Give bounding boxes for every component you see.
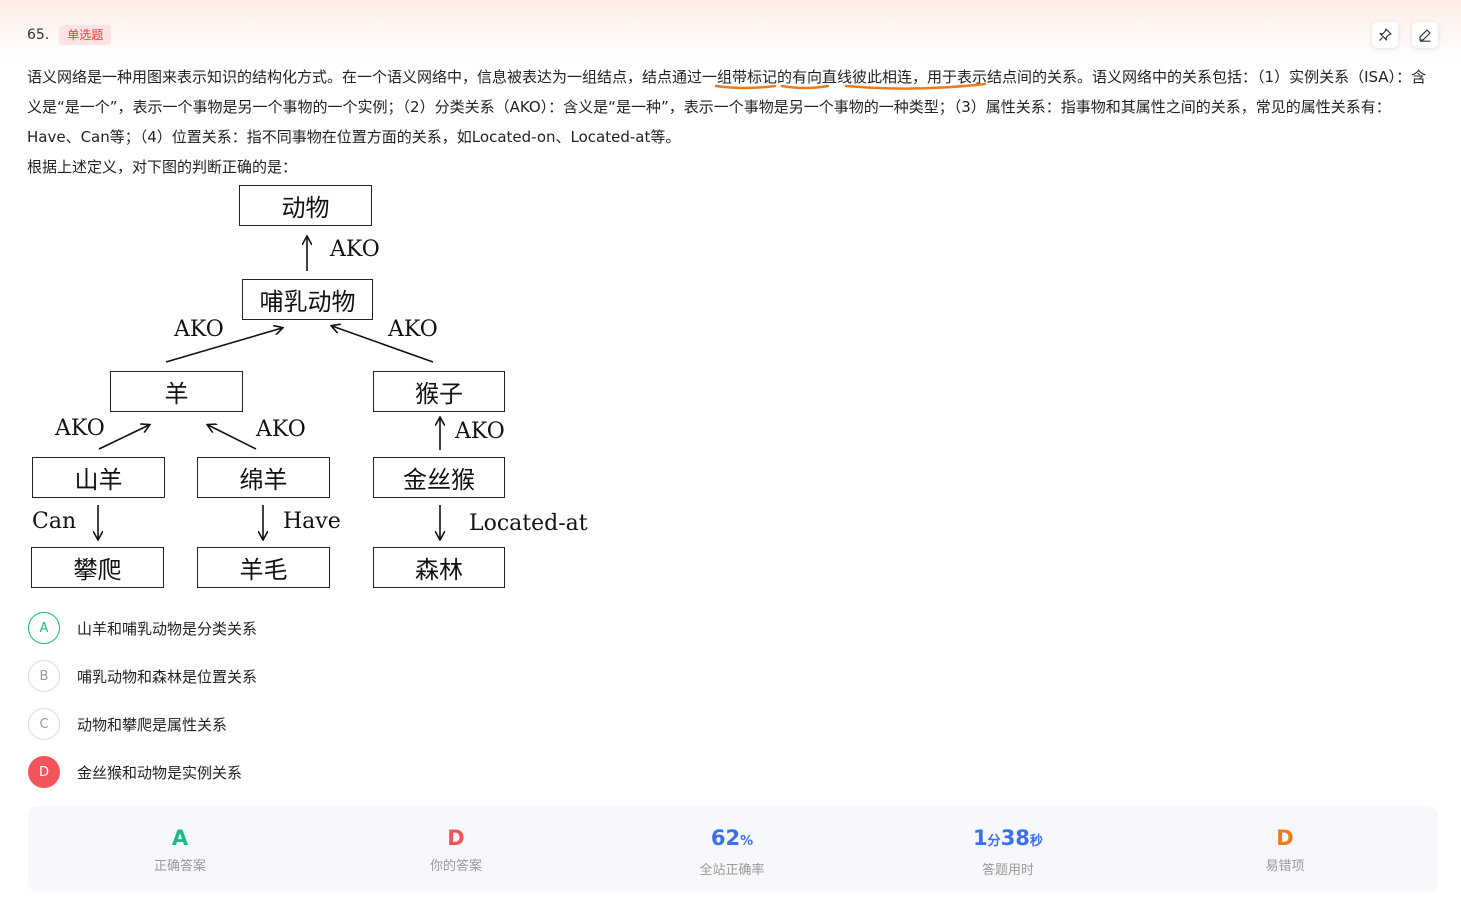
stem-highlight: 通过一组带标记的有向直线彼此相连， [672,68,928,86]
accuracy-number: 62 [710,826,741,850]
node-forest: 森林 [373,547,505,588]
edge-label-woolsheep-wool: Have [283,509,341,534]
accuracy-value: 62% [622,824,842,856]
correct-answer-label: 正确答案 [153,859,206,874]
question-number: 65. [27,27,50,43]
option-text: 动物和攀爬是属性关系 [77,715,228,734]
node-mammal: 哺乳动物 [242,279,373,320]
node-goat: 山羊 [32,457,165,498]
pin-button[interactable] [1372,22,1398,48]
option-letter: A [28,612,60,644]
node-wool: 羊毛 [197,547,330,588]
stat-time: 1分38秒 答题用时 [898,824,1118,878]
edge-label-mammal-animal: AKO [330,237,380,262]
edit-icon [1419,29,1431,42]
time-minutes-unit: 分 [987,834,1001,849]
edge-label-goat-sheep: AKO [55,416,105,441]
accuracy-unit: % [740,834,754,849]
your-answer-value: D [447,826,465,850]
stat-accuracy: 62% 全站正确率 [622,824,842,878]
option-d[interactable]: D 金丝猴和动物是实例关系 [28,756,242,788]
diagram-arrows [0,175,620,595]
stat-your-answer: D 你的答案 [346,824,566,874]
arrow-sheep-mammal [165,328,282,363]
option-text: 山羊和哺乳动物是分类关系 [77,619,258,638]
node-woolsheep: 绵羊 [197,457,330,498]
edit-button[interactable] [1412,22,1438,48]
option-text: 哺乳动物和森林是位置关系 [77,667,258,686]
question-stem: 语义网络是一种用图来表示知识的结构化方式。在一个语义网络中，信息被表达为一组结点… [27,62,1437,152]
option-a[interactable]: A 山羊和哺乳动物是分类关系 [28,612,257,644]
edge-label-woolsheep-sheep: AKO [256,417,306,442]
node-sheep: 羊 [110,371,243,412]
stem-text-1: 语义网络是一种用图来表示知识的结构化方式。在一个语义网络中，信息被表达为一组结点… [27,68,673,86]
semantic-network-diagram: 动物 哺乳动物 羊 猴子 山羊 绵羊 金丝猴 攀爬 羊毛 森林 AKO AKO … [0,175,620,595]
node-climb: 攀爬 [31,547,164,588]
time-minutes: 1 [973,826,988,850]
question-header: 65. 单选题 [27,25,112,45]
arrow-monkey-mammal [332,326,434,363]
error-prone-value: D [1276,826,1294,850]
your-answer-label: 你的答案 [429,859,482,874]
edge-label-goldmonkey-monkey: AKO [455,419,505,444]
edge-label-sheep-mammal: AKO [174,317,224,342]
node-monkey: 猴子 [373,371,505,412]
time-seconds-unit: 秒 [1029,834,1043,849]
node-animal: 动物 [239,185,372,226]
top-gradient [0,0,1461,60]
arrow-goat-sheep [98,425,149,450]
option-letter: B [28,660,60,692]
accuracy-label: 全站正确率 [699,863,765,878]
node-goldmonkey: 金丝猴 [373,457,505,498]
answer-stats-panel: A 正确答案 D 你的答案 62% 全站正确率 1分38秒 答题用时 D 易错项 [28,806,1438,892]
option-c[interactable]: C 动物和攀爬是属性关系 [28,708,227,740]
pin-icon [1379,28,1392,41]
edge-label-goldmonkey-forest: Located-at [469,511,588,536]
time-label: 答题用时 [981,863,1034,878]
time-seconds: 38 [1000,826,1030,850]
stem-text-2: 用于表示结点间的关系。语义网络中的关系包括：（1）实例关系（ISA）：含义是“是… [27,68,1427,146]
edge-label-monkey-mammal: AKO [388,317,438,342]
edge-label-goat-climb: Can [32,509,77,534]
option-text: 金丝猴和动物是实例关系 [77,763,243,782]
error-prone-label: 易错项 [1265,859,1305,874]
question-prompt: 根据上述定义，对下图的判断正确的是： [27,158,298,176]
stat-correct-answer: A 正确答案 [70,824,290,874]
option-letter: C [28,708,60,740]
time-value: 1分38秒 [898,824,1118,856]
correct-answer-value: A [171,826,189,850]
arrow-woolsheep-sheep [208,425,257,450]
option-letter: D [28,756,60,788]
option-b[interactable]: B 哺乳动物和森林是位置关系 [28,660,257,692]
stat-error-prone: D 易错项 [1175,824,1395,874]
question-type-badge: 单选题 [59,25,112,45]
